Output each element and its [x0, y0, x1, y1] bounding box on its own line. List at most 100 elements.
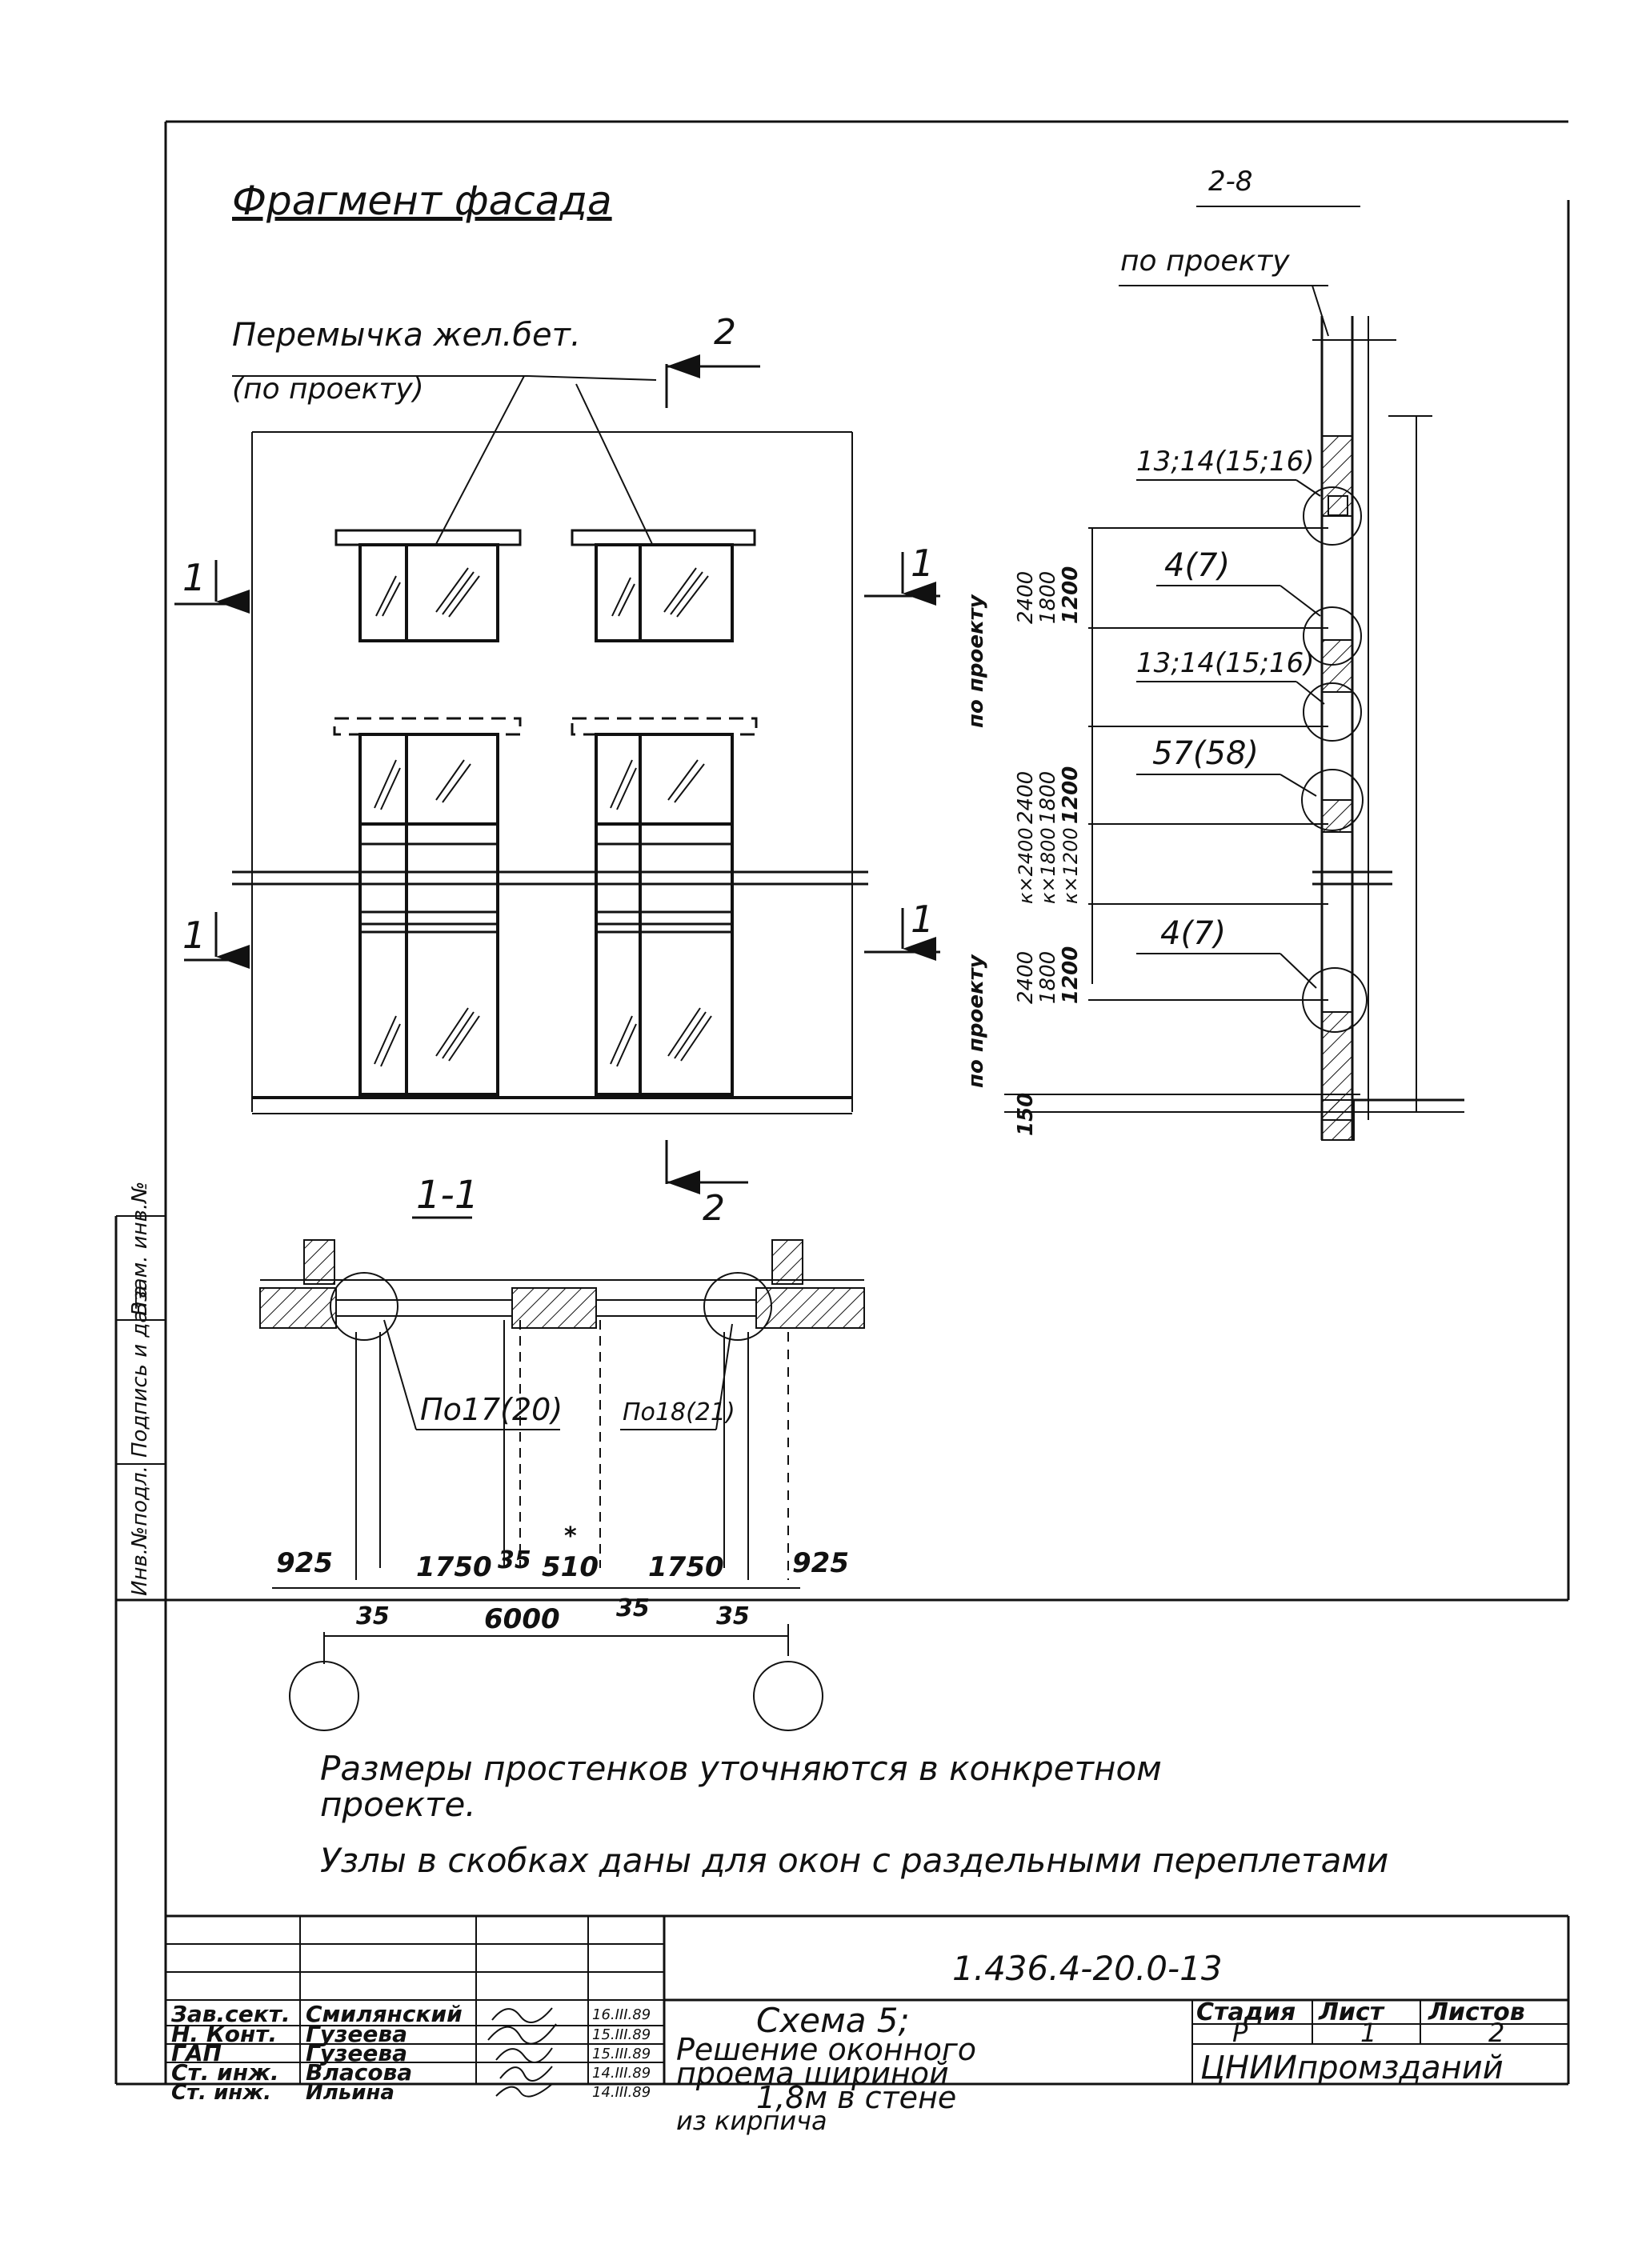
section-mark-2-bottom: 2	[703, 1188, 725, 1229]
handwritten-signatures	[487, 2007, 557, 2098]
section-1-1-title: 1-1	[416, 1173, 479, 1218]
sheets-value: 2	[1488, 2018, 1504, 2048]
dim-1800-b: 1800	[1036, 771, 1060, 824]
window-upper-right	[571, 529, 756, 642]
sheets-label: Листов	[1428, 1998, 1525, 2026]
dim-1200-c: 1200	[1059, 946, 1083, 1004]
description-line-2: Решение оконного	[676, 2032, 976, 2067]
role-4: Ст. инж.	[171, 2059, 279, 2086]
margin-label-inv: Инв.№подл.	[128, 1466, 152, 1596]
margin-label-replace: Взам. инв.№	[128, 1182, 152, 1316]
node-callout-3: 13;14(15;16)	[1136, 647, 1315, 679]
stage-values: Р 1 2	[1232, 2018, 1504, 2048]
notes: Размеры простенков уточняются в конкретн…	[320, 1749, 1388, 1880]
by-project-top-label: по проекту	[1120, 245, 1290, 278]
node-callout-1: 13;14(15;16)	[1136, 446, 1315, 478]
dim-1800-c: 1800	[1036, 951, 1060, 1004]
lintel-note: (по проекту)	[232, 373, 424, 406]
note-line-3: Узлы в скобках даны для окон с раздельны…	[320, 1841, 1388, 1880]
plan-dimensions: 925 1750 35 510 * 1750 925 35 6000 35 35	[276, 1522, 849, 1635]
plan-section-1-1: 1-1 По17(20) По18(21) 925	[259, 1173, 865, 1731]
dim-star: *	[564, 1522, 577, 1550]
dim-6000: 6000	[484, 1603, 560, 1635]
document-code: 1.436.4-20.0-13	[952, 1949, 1223, 1988]
lintel-label: Перемычка жел.бет.	[232, 317, 581, 354]
cut-mark-1-right-bottom: 1	[911, 898, 934, 941]
dim-2400-b: 2400	[1014, 771, 1038, 824]
role-1: Зав.сект.	[170, 2001, 290, 2027]
dim-1750-right: 1750	[648, 1551, 724, 1583]
section-mark-2-top: 2	[714, 312, 736, 353]
dim-925-right: 925	[792, 1547, 849, 1579]
dim-1750-left: 1750	[416, 1551, 492, 1583]
dim-k2400: к×2400	[1015, 827, 1037, 904]
name-2: Гузеева	[306, 2021, 407, 2047]
dim-2400-c: 2400	[1014, 951, 1038, 1004]
dim-35-b: 35	[356, 1602, 390, 1630]
by-project-vertical-2: по проекту	[964, 954, 988, 1088]
date-2: 15.III.89	[592, 2026, 651, 2043]
margin-label-sign: Подпись и дата	[128, 1286, 152, 1458]
cut-mark-1-right-top: 1	[911, 542, 934, 585]
window-lower-right	[571, 717, 758, 1096]
signature-dates: 16.III.89 15.III.89 15.III.89 14.III.89 …	[592, 2006, 651, 2101]
dim-510: 510	[542, 1551, 599, 1583]
dim-1800-a: 1800	[1036, 571, 1060, 624]
name-5: Ильина	[306, 2081, 394, 2105]
role-5: Ст. инж.	[171, 2081, 271, 2105]
sheet-label: Лист	[1318, 1998, 1385, 2026]
by-project-vertical-1: по проекту	[964, 594, 988, 728]
sheet-frame	[114, 120, 1570, 1602]
cut-mark-1-left-bottom: 1	[182, 914, 206, 957]
cut-mark-1-left-top: 1	[182, 556, 206, 599]
organization: ЦНИИпромзданий	[1200, 2050, 1504, 2086]
title-block: 1.436.4-20.0-13 Зав.сект. Н. Конт. ГАП С…	[114, 1600, 1570, 2136]
signature-names: Смилянский Гузеева Гузеева Власова Ильин…	[306, 2001, 463, 2105]
date-4: 14.III.89	[592, 2065, 651, 2082]
date-5: 14.III.89	[592, 2084, 651, 2101]
sheet-value: 1	[1360, 2018, 1376, 2048]
dim-1200-b: 1200	[1059, 766, 1083, 824]
page-mark: 2-8	[1208, 166, 1253, 198]
node-callout-4: 57(58)	[1152, 735, 1259, 772]
stage-label: Стадия	[1196, 1998, 1296, 2026]
node-callout-2: 4(7)	[1164, 547, 1230, 584]
dim-35-a: 35	[498, 1546, 531, 1574]
dim-925-left: 925	[276, 1547, 333, 1579]
role-3: ГАП	[171, 2040, 222, 2066]
description-line-4: 1,8м в стене	[756, 2080, 956, 2115]
dim-35-c: 35	[616, 1594, 650, 1622]
note-line-1: Размеры простенков уточняются в конкретн…	[320, 1749, 1162, 1788]
node-callout-plan-1: По17(20)	[420, 1392, 563, 1427]
window-upper-left	[334, 529, 522, 642]
stage-header: Стадия Лист Листов	[1196, 1998, 1525, 2026]
node-callout-plan-2: По18(21)	[623, 1398, 735, 1426]
dim-k1800: к×1800	[1037, 827, 1059, 904]
date-3: 15.III.89	[592, 2046, 651, 2062]
facade-view: Перемычка жел.бет. (по проекту) 2 1 1 1 …	[174, 312, 940, 1229]
section-2-2-view: по проекту 13;14(15;16) 4(7) 13;14(	[964, 245, 1464, 1141]
axis-bubble-right	[753, 1661, 823, 1731]
axis-bubble-left	[289, 1661, 359, 1731]
side-dimension-group-4: 2400 1800 1200	[1014, 946, 1083, 1004]
window-lower-left	[333, 717, 522, 1096]
dim-1200-a: 1200	[1059, 566, 1083, 624]
dim-35-d: 35	[716, 1602, 750, 1630]
note-line-2: проекте.	[320, 1785, 476, 1824]
drawing-title: Фрагмент фасада	[232, 178, 612, 224]
dim-150: 150	[1014, 1093, 1038, 1136]
date-1: 16.III.89	[592, 2006, 651, 2023]
description-line-5: из кирпича	[676, 2106, 827, 2136]
side-dimension-group-3: к×2400 к×1800 к×1200	[1015, 827, 1082, 904]
dim-k1200: к×1200	[1059, 827, 1082, 904]
name-1: Смилянский	[306, 2001, 463, 2027]
description-line-3: проема шириной	[676, 2056, 949, 2091]
dim-2400-a: 2400	[1014, 571, 1038, 624]
role-2: Н. Конт.	[171, 2021, 277, 2047]
description-line-1: Схема 5;	[756, 2001, 910, 2040]
side-dimension-group-1: 2400 1800 1200	[1014, 566, 1083, 624]
name-4: Власова	[306, 2059, 412, 2086]
name-3: Гузеева	[306, 2040, 407, 2066]
